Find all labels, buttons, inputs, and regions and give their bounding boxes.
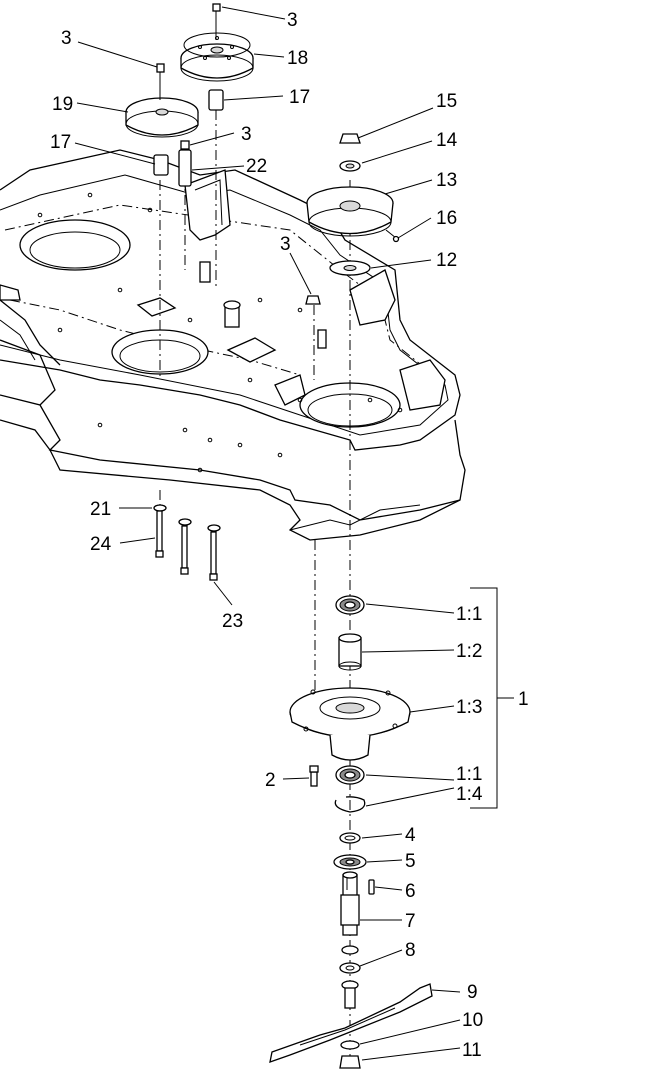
callout-5: 5 [405, 851, 416, 872]
callout-23: 23 [222, 611, 243, 632]
callout-labels: 3 3 18 19 17 17 3 22 15 14 13 16 12 3 21… [50, 10, 529, 1061]
deck-bolts [153, 504, 221, 581]
callout-21: 21 [90, 499, 111, 520]
callout-18: 18 [287, 48, 308, 69]
leader-lines [74, 6, 514, 1061]
callout-17-left: 17 [50, 132, 71, 153]
callout-3-mid: 3 [241, 124, 252, 145]
assembly-centerlines [159, 110, 351, 1060]
idler-pulley-18 [180, 32, 254, 82]
callout-6: 6 [405, 881, 416, 902]
mower-deck [0, 149, 466, 541]
callout-1-2: 1:2 [456, 641, 482, 662]
callout-2: 2 [265, 770, 276, 791]
callout-1: 1 [518, 689, 529, 710]
callout-3-deck: 3 [280, 234, 291, 255]
callout-24: 24 [90, 534, 112, 555]
callout-4: 4 [405, 825, 416, 846]
callout-13: 13 [436, 170, 457, 191]
callout-8: 8 [405, 940, 416, 961]
callout-1-1-top: 1:1 [456, 604, 482, 625]
callout-11: 11 [462, 1040, 482, 1061]
idler-pulley-19 [125, 97, 199, 138]
callout-3-top-left: 3 [61, 28, 72, 49]
spindle-assembly [269, 595, 433, 1069]
callout-3-top-right: 3 [287, 10, 298, 31]
bolt-3-parts [156, 3, 321, 305]
callout-10: 10 [462, 1010, 483, 1031]
callout-12: 12 [436, 250, 457, 271]
callout-9: 9 [467, 982, 478, 1003]
callout-14: 14 [436, 130, 458, 151]
callout-19: 19 [52, 94, 73, 115]
callout-15: 15 [436, 91, 457, 112]
callout-1-1-bottom: 1:1 [456, 764, 482, 785]
callout-16: 16 [436, 208, 457, 229]
callout-1-3: 1:3 [456, 697, 482, 718]
callout-17-right: 17 [289, 87, 310, 108]
drive-pulley-13 [306, 133, 400, 276]
spacers [153, 89, 224, 187]
callout-22: 22 [246, 156, 267, 177]
callout-7: 7 [405, 911, 416, 932]
callout-1-4: 1:4 [456, 784, 483, 805]
